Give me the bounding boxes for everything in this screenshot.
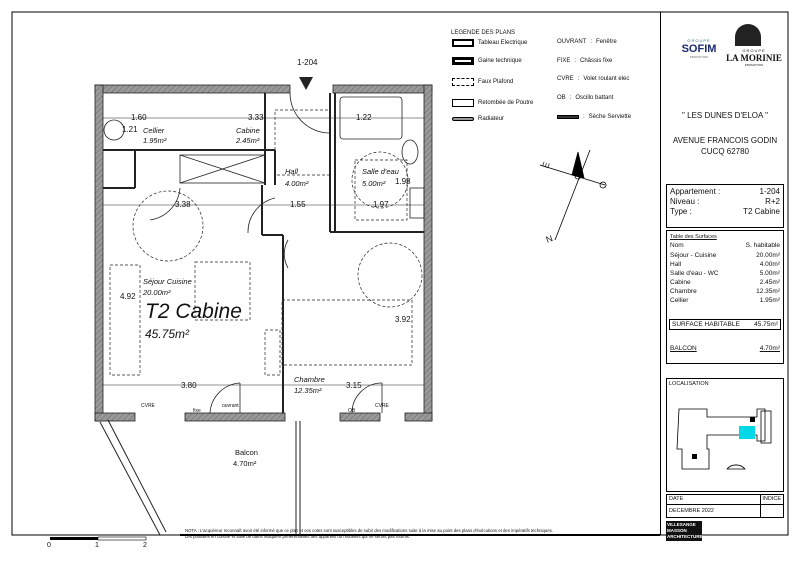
date-block: DATE INDICE DECEMBRE 2022 <box>666 494 784 518</box>
title-block: GROUPE SOFIM PROMOTION GROUPE LA MORINIE… <box>660 12 788 541</box>
apartment-info: Appartement :1-204 Niveau :R+2 Type :T2 … <box>666 184 784 228</box>
legend-item: Radiateur <box>478 116 505 122</box>
room-cellier-name: Cellier <box>143 126 165 135</box>
window-label: ouvrant <box>222 403 239 409</box>
sofim-logo: GROUPE SOFIM PROMOTION <box>681 38 717 59</box>
legend-title: LEGENDE DES PLANS <box>451 30 516 36</box>
section-marker-label: 1-204 <box>297 58 318 67</box>
window-label: CVRE <box>375 403 389 409</box>
dim-cellier-depth: 1.21 <box>122 125 138 134</box>
address-line-1: AVENUE FRANCOIS GODIN <box>672 136 778 145</box>
apartment-highlight <box>739 426 755 439</box>
beam-icon <box>452 99 474 107</box>
room-cabine-area: 2.45m² <box>236 136 260 145</box>
scale-bar <box>50 536 147 541</box>
scale-tick: 0 <box>47 542 51 549</box>
apartment-total-area: 45.75m² <box>145 327 190 341</box>
towel-dryer-icon <box>557 115 579 119</box>
legend-code: OB <box>557 95 566 101</box>
la-morinie-emblem <box>735 24 761 46</box>
project-name: " LES DUNES D'ELOA " <box>682 111 768 120</box>
radiator-icon <box>452 117 474 121</box>
apartment-type: T2 Cabine <box>743 207 780 216</box>
legend-item: Oscillo battant <box>575 95 614 101</box>
legend-item: Faux Plafond <box>478 79 514 85</box>
dim-sejour-top: 3.38 <box>175 200 191 209</box>
electrical-panel-icon <box>452 39 474 47</box>
section-marker-arrow <box>299 77 313 90</box>
scale-tick: 2 <box>143 542 147 549</box>
dim-cellier-width: 1.60 <box>131 113 147 122</box>
legend-item: Fenêtre <box>596 39 617 45</box>
dim-sejour-width: 3.80 <box>181 381 197 390</box>
room-bath-name: Salle d'eau <box>362 167 399 176</box>
room-bath-area: 5.00m² <box>362 179 386 188</box>
dim-bath-depth: 1.98 <box>395 177 411 186</box>
legend-code: CVRE <box>557 76 574 82</box>
note-line-1: NOTA : L'acquéreur reconnaît avoir été i… <box>185 528 553 533</box>
legend-item: Châssis fixe <box>580 58 613 64</box>
room-sejour-area: 20.00m² <box>143 288 171 297</box>
interior-walls <box>103 93 424 413</box>
room-chambre-name: Chambre <box>294 375 325 384</box>
la-morinie-logo: GROUPE LA MORINIE PROMOTION <box>726 48 782 67</box>
room-hall-name: Hall <box>285 167 298 176</box>
legend-item: Retombée de Poutre <box>478 100 534 106</box>
false-ceiling-icon <box>452 78 474 86</box>
legend-item: Tableau Electrique <box>478 40 528 46</box>
placard <box>179 154 266 184</box>
date-value: DECEMBRE 2022 <box>669 508 714 514</box>
legend-item: Gaine technique <box>478 58 522 64</box>
room-balcon-area: 4.70m² <box>233 459 257 468</box>
compass-rose <box>539 149 607 241</box>
apartment-level: R+2 <box>765 197 780 206</box>
room-balcon-name: Balcon <box>235 448 258 457</box>
legend-item: Volet roulant elec <box>583 76 630 82</box>
room-cellier-area: 1.95m² <box>143 136 167 145</box>
furniture-outlines <box>109 109 423 376</box>
site-plan <box>676 408 772 470</box>
address-line-2: CUCQ 62780 <box>700 147 750 156</box>
dim-chambre-width: 3.15 <box>346 381 362 390</box>
dim-sejour-depth: 4.92 <box>120 292 136 301</box>
room-chambre-area: 12.35m² <box>294 386 322 395</box>
room-sejour-name: Séjour Cuisine <box>143 277 192 286</box>
location-map: LOCALISATION <box>666 378 784 492</box>
outer-walls <box>94 84 433 422</box>
note-line-2: Les pointillés en cuisine et salle de ba… <box>185 534 411 539</box>
dim-hall: 1.55 <box>290 200 306 209</box>
dim-shower: 1.22 <box>356 113 372 122</box>
floor-plan <box>50 77 607 541</box>
dim-chambre-depth: 3.92 <box>395 315 411 324</box>
plan-legend: LEGENDE DES PLANS Tableau Electrique Gai… <box>451 30 632 122</box>
window-label: fixe <box>193 408 201 414</box>
apartment-number: 1-204 <box>759 187 780 196</box>
dim-cabine-width: 3.33 <box>248 113 264 122</box>
architect-logo: VILLESANGE MASSON ARCHITECTURE <box>666 521 703 541</box>
legend-item: Sèche Serviette <box>588 114 632 120</box>
location-label: LOCALISATION <box>669 381 709 387</box>
dim-bath-width: 1.97 <box>373 200 389 209</box>
surface-table-title: Table des Surfaces <box>670 234 717 240</box>
window-label: OB <box>348 408 356 414</box>
technical-shaft-icon <box>452 57 474 65</box>
scale-tick: 1 <box>95 542 99 549</box>
balcony-outline <box>99 419 301 536</box>
apartment-type-title: T2 Cabine <box>145 300 242 323</box>
window-label: CVRE <box>141 403 155 409</box>
room-hall-area: 4.00m² <box>285 179 309 188</box>
legend-code: FIXE <box>557 58 571 64</box>
legend-code: OUVRANT <box>557 39 587 45</box>
room-cabine-name: Cabine <box>236 126 260 135</box>
